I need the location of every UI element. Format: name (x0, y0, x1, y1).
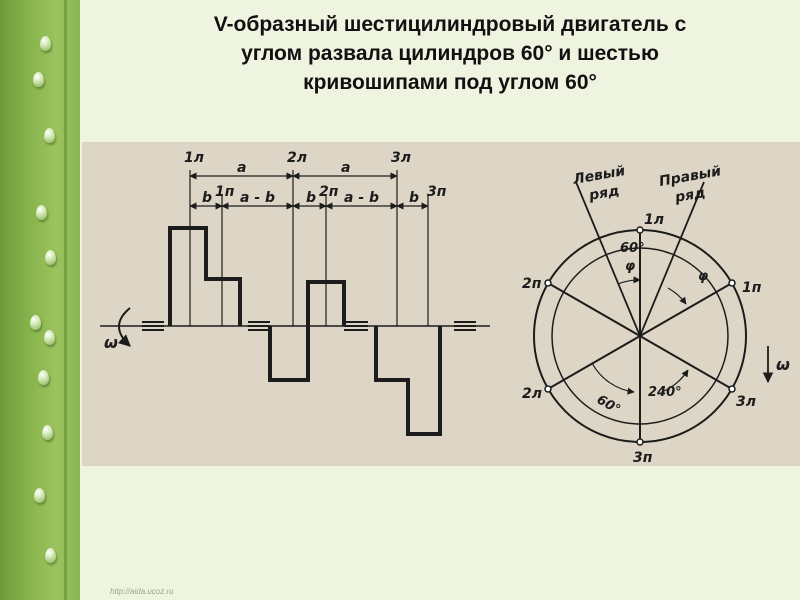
crank-label-2l: 2л (287, 150, 307, 166)
left-row-label-1: Левый (571, 163, 627, 188)
water-drop-icon (36, 205, 47, 220)
water-drop-icon (30, 315, 41, 330)
circle-label-1p: 1п (742, 280, 762, 296)
right-row-line (639, 181, 705, 337)
border-line (64, 0, 67, 600)
pin-dot-3l (728, 385, 736, 393)
angle-arc-60-top (617, 276, 641, 285)
angle-label-phi-top: φ (625, 259, 635, 274)
rotation-arrow (117, 307, 131, 347)
water-drop-icon (45, 548, 56, 563)
title-line-1: V-образный шестицилиндровый двигатель с (213, 13, 687, 36)
water-drop-icon (40, 36, 51, 51)
pin-dot-3p (636, 438, 644, 446)
crank-throw-2 (268, 326, 310, 382)
angle-arc-240 (661, 369, 689, 393)
main-journal (344, 321, 368, 331)
engine-diagram-figure: ω (82, 142, 800, 466)
watermark-url: http://aida.ucoz.ru (110, 587, 174, 596)
water-drop-icon (34, 488, 45, 503)
main-journal (454, 321, 476, 331)
water-drop-icon (33, 72, 44, 87)
crank-label-1l: 1л (184, 150, 204, 166)
water-drop-icon (44, 128, 55, 143)
dim-a-1: a (237, 160, 246, 176)
pin-dot-2p (544, 279, 552, 287)
angle-label-60-top: 60° (620, 241, 645, 256)
crank-label-3l: 3л (391, 150, 411, 166)
circle-label-2p: 2п (522, 276, 542, 292)
circle-label-3p: 3п (633, 450, 653, 466)
dim-b-3: b (409, 190, 419, 206)
pin-label-3p: 3п (427, 184, 447, 200)
engine-diagram-svg: ω (100, 150, 790, 466)
crank-throw-4 (374, 326, 442, 436)
left-row-label-2: ряд (587, 183, 621, 204)
angle-arc-60-bottom (591, 362, 635, 395)
left-row-line (575, 181, 641, 337)
angle-label-phi-right: φ (698, 269, 708, 284)
dim-a-minus-b-2: a - b (344, 190, 379, 206)
crank-throw-1 (168, 226, 242, 326)
omega-label-left: ω (104, 333, 118, 352)
circle-label-1l: 1л (644, 212, 664, 228)
main-journal (248, 321, 270, 331)
slide-title: V-образный шестицилиндровый двигатель с … (120, 10, 780, 97)
pin-label-2p: 2п (319, 184, 339, 200)
water-drop-icon (38, 370, 49, 385)
pin-dot-1p (728, 279, 736, 287)
dim-b-1: b (202, 190, 212, 206)
dim-a-2: a (341, 160, 350, 176)
crank-radii (547, 230, 733, 442)
pin-label-1p: 1п (215, 184, 235, 200)
dim-b-2: b (306, 190, 316, 206)
right-row-label-2: ряд (673, 185, 707, 206)
pin-dot-1l (636, 226, 644, 234)
circle-label-2l: 2л (522, 386, 542, 402)
title-line-2: углом развала цилиндров 60° и шестью (241, 42, 659, 65)
angle-arc-phi-right (667, 287, 687, 305)
crankshaft-schematic: ω (100, 150, 490, 436)
water-drop-icon (42, 425, 53, 440)
pin-dot-2l (544, 385, 552, 393)
omega-label-right: ω (776, 355, 790, 374)
title-line-3: кривошипами под углом 60° (303, 71, 597, 94)
right-row-label-1: Правый (658, 163, 723, 190)
crank-angle-circle: Левый ряд Правый ряд 1л 1п 2п 2л 3л 3п ω… (522, 163, 790, 466)
dim-a-minus-b-1: a - b (240, 190, 275, 206)
decorative-left-border (0, 0, 80, 600)
circle-label-3l: 3л (736, 394, 756, 410)
dimension-lines (189, 170, 429, 326)
water-drop-icon (44, 330, 55, 345)
water-drop-icon (45, 250, 56, 265)
angle-label-240: 240° (648, 385, 682, 400)
main-journal (142, 321, 164, 331)
